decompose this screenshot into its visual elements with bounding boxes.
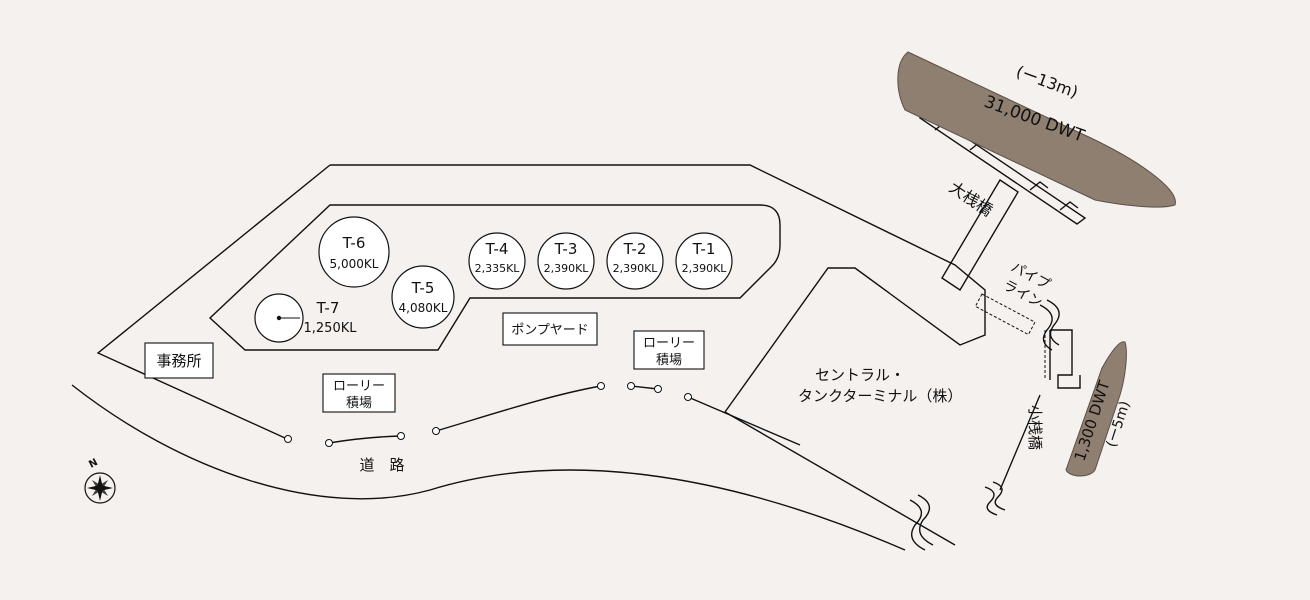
tank-t4[interactable]: T-4 2,335KL xyxy=(468,232,526,290)
break-line-road xyxy=(917,494,934,546)
tank-capacity-label: 2,335KL xyxy=(475,262,521,275)
road-node xyxy=(654,385,662,393)
compass-rose-icon: N xyxy=(84,457,116,504)
tank-t7[interactable]: T-7 1,250KL xyxy=(254,293,358,343)
tank-id-label: T-4 xyxy=(485,240,509,258)
break-line-small-pier xyxy=(992,481,1006,511)
tank-yard-dike xyxy=(208,204,781,351)
lorry-loading-label: ローリー xyxy=(643,336,695,351)
large-ship-hull xyxy=(897,51,1176,208)
road-node xyxy=(627,382,635,390)
lorry-loading-label: ローリー xyxy=(333,379,385,394)
road-curb-line-2 xyxy=(435,385,602,432)
tank-t5[interactable]: T-5 4,080KL xyxy=(391,265,455,329)
road-curb-line-1 xyxy=(328,435,402,444)
tank-id-label: T-6 xyxy=(342,234,366,252)
tank-t6[interactable]: T-6 5,000KL xyxy=(318,216,390,288)
site-boundary xyxy=(96,164,986,546)
pump-yard-label: ポンプヤード xyxy=(511,323,589,338)
road-node xyxy=(325,439,333,447)
tank-id-label: T-3 xyxy=(554,240,578,258)
tank-capacity-label: 5,000KL xyxy=(330,257,379,271)
road-node xyxy=(397,432,405,440)
terminal-label: セントラル・ xyxy=(815,366,905,384)
lorry-loading-box-1[interactable]: ローリー 積場 xyxy=(322,373,396,413)
break-line-road xyxy=(909,499,926,551)
road-node xyxy=(284,435,292,443)
break-line-small-pier xyxy=(984,486,998,516)
tank-id-label: T-2 xyxy=(623,240,647,258)
tank-t2[interactable]: T-2 2,390KL xyxy=(606,232,664,290)
road-curb-line-4 xyxy=(687,396,801,446)
tank-capacity-label: 4,080KL xyxy=(399,301,448,315)
small-pier-label: 小桟橋 xyxy=(1026,405,1044,450)
break-line-pipeline xyxy=(1039,304,1053,351)
tank-capacity-label: 2,390KL xyxy=(544,262,590,275)
break-line-pipeline xyxy=(1046,299,1060,346)
small-pier-structure xyxy=(999,329,1081,491)
pipeline-duct xyxy=(974,293,1036,336)
road-label: 道 路 xyxy=(359,456,404,474)
road-curb-line-3 xyxy=(630,385,659,390)
tank-t1[interactable]: T-1 2,390KL xyxy=(675,232,733,290)
small-ship-hull xyxy=(1065,341,1127,477)
tank-capacity-label: 2,390KL xyxy=(613,262,659,275)
large-ship-depth: (ー13m) xyxy=(1014,62,1081,102)
compass-north-label: N xyxy=(87,457,100,471)
tank-id-label: T-7 xyxy=(316,299,340,317)
tank-t3[interactable]: T-3 2,390KL xyxy=(537,232,595,290)
tank-id-label: T-1 xyxy=(692,240,716,258)
large-pier-label: 大桟橋 xyxy=(946,178,996,221)
road-node xyxy=(684,393,692,401)
lorry-loading-label: 積場 xyxy=(346,396,372,411)
lorry-loading-label: 積場 xyxy=(656,353,682,368)
terminal-label: タンクターミナル（株） xyxy=(798,387,962,405)
pump-yard-box[interactable]: ポンプヤード xyxy=(502,312,598,346)
road-outer-edge xyxy=(71,384,906,551)
road-node xyxy=(597,382,605,390)
office-box[interactable]: 事務所 xyxy=(144,342,214,379)
tank-id-label: T-5 xyxy=(411,279,435,297)
office-label: 事務所 xyxy=(156,352,201,370)
tank-capacity-label: 2,390KL xyxy=(682,262,728,275)
tank-capacity-label: 1,250KL xyxy=(304,321,358,336)
road-node xyxy=(432,427,440,435)
lorry-loading-box-2[interactable]: ローリー 積場 xyxy=(633,330,705,370)
